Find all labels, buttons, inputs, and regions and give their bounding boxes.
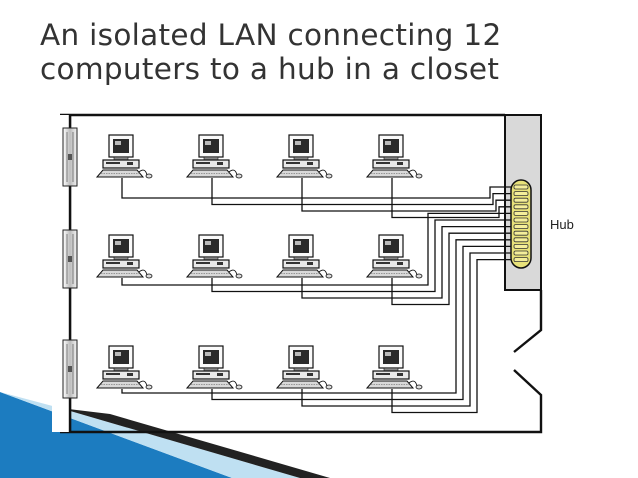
hub-port <box>513 191 529 197</box>
cable <box>391 258 514 414</box>
hub-port <box>513 224 529 230</box>
computer-row3-2 <box>186 345 243 390</box>
hub <box>510 179 532 269</box>
hub-label: Hub <box>550 217 574 232</box>
cable <box>391 178 514 219</box>
computer-row2-3 <box>276 234 333 279</box>
wall-plate-2 <box>62 229 78 289</box>
computer-row1-4 <box>366 134 423 179</box>
hub-port <box>513 230 529 236</box>
hub-port <box>513 184 529 190</box>
hub-port <box>513 257 529 263</box>
slide-title: An isolated LAN connecting 12 computers … <box>40 18 630 86</box>
cable <box>121 178 514 199</box>
network-cables <box>121 178 514 414</box>
computer-row2-1 <box>96 234 153 279</box>
cable <box>121 239 514 394</box>
slide-title-line-1: An isolated LAN connecting 12 <box>40 18 502 52</box>
computers <box>96 134 423 390</box>
cable <box>211 178 514 206</box>
hub-port <box>513 210 529 216</box>
wall-plate-1 <box>62 127 78 187</box>
computer-row3-3 <box>276 345 333 390</box>
cable <box>301 178 514 212</box>
computer-row3-1 <box>96 345 153 390</box>
computer-row1-1 <box>96 134 153 179</box>
wall-plate-3 <box>62 339 78 399</box>
cable <box>211 245 514 401</box>
hub-port <box>513 250 529 256</box>
computer-row1-2 <box>186 134 243 179</box>
computer-row3-4 <box>366 345 423 390</box>
hub-port <box>513 237 529 243</box>
cable <box>211 219 514 293</box>
decorative-swoosh <box>0 392 330 478</box>
hub-port <box>513 204 529 210</box>
cable <box>391 232 514 306</box>
cable <box>301 252 514 407</box>
cable <box>121 212 514 286</box>
hub-ports <box>513 184 529 263</box>
computer-row2-4 <box>366 234 423 279</box>
computer-row1-3 <box>276 134 333 179</box>
hub-port <box>513 197 529 203</box>
slide-title-line-2: computers to a hub in a closet <box>40 52 500 86</box>
hub-port <box>513 243 529 249</box>
cable <box>301 225 514 299</box>
hub-port <box>513 217 529 223</box>
computer-row2-2 <box>186 234 243 279</box>
